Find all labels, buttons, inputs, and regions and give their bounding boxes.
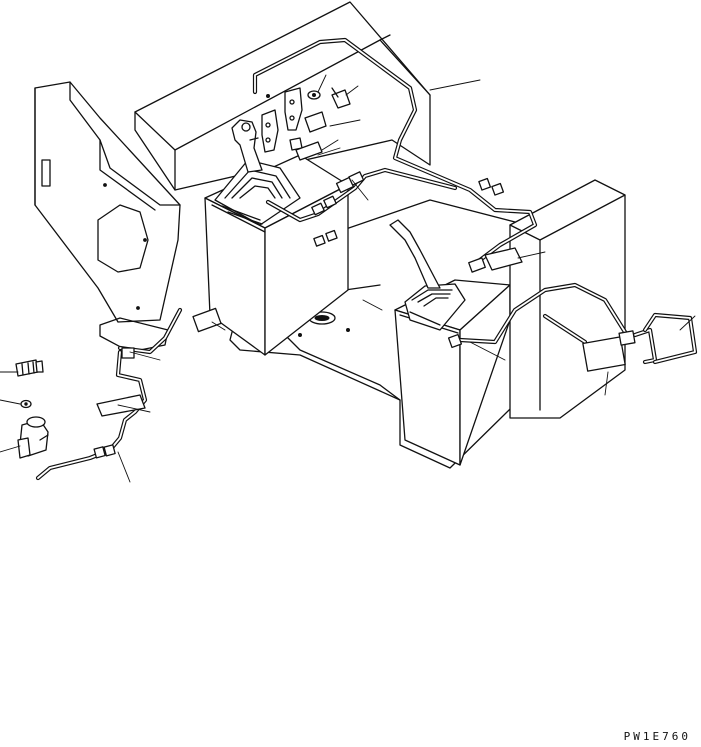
- right-joystick: [389, 219, 466, 331]
- switch-assembly: [15, 359, 49, 459]
- leader-lines: [0, 74, 696, 483]
- left-side-panel: [34, 81, 181, 353]
- right-cabinet: [509, 179, 626, 419]
- connectors: [93, 171, 636, 459]
- mounting-brackets: [261, 87, 351, 161]
- rear-housing: [134, 1, 431, 191]
- drawing-code: PW1E760: [623, 730, 691, 743]
- wire-harness: [35, 37, 698, 481]
